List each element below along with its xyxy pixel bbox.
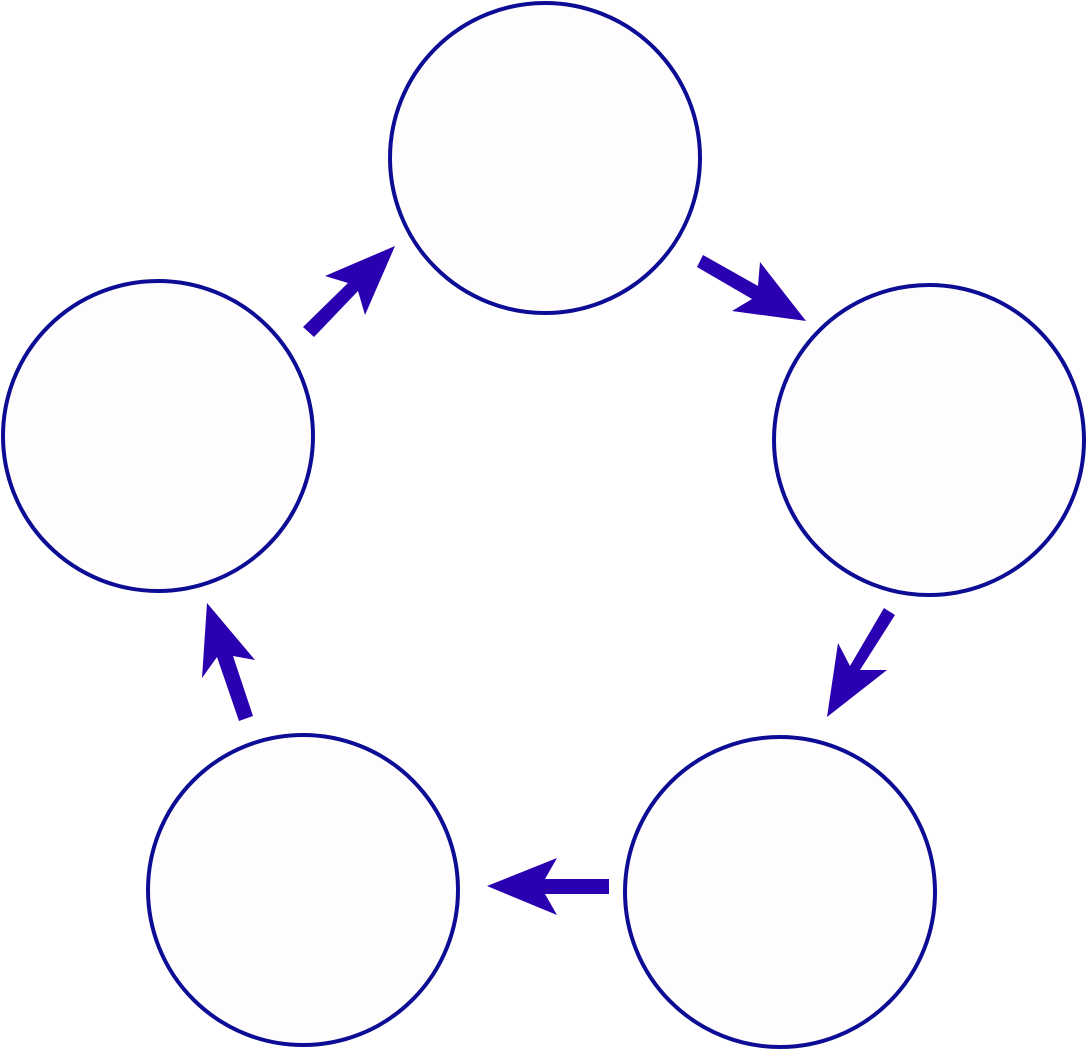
- cycle-node-bottom-right: [623, 735, 937, 1049]
- cycle-node-left: [1, 279, 315, 593]
- arrow-bottom-left-to-left: [202, 603, 255, 721]
- cycle-node-right: [772, 283, 1086, 597]
- cycle-node-bottom-left: [146, 733, 460, 1047]
- arrow-bottom-right-to-bottom-left: [487, 858, 609, 915]
- arrow-left-to-top: [303, 246, 395, 337]
- cycle-arrows: [202, 246, 895, 915]
- cycle-node-top: [388, 1, 702, 315]
- arrow-right-to-bottom-right: [827, 608, 895, 717]
- arrow-top-to-right: [697, 255, 806, 321]
